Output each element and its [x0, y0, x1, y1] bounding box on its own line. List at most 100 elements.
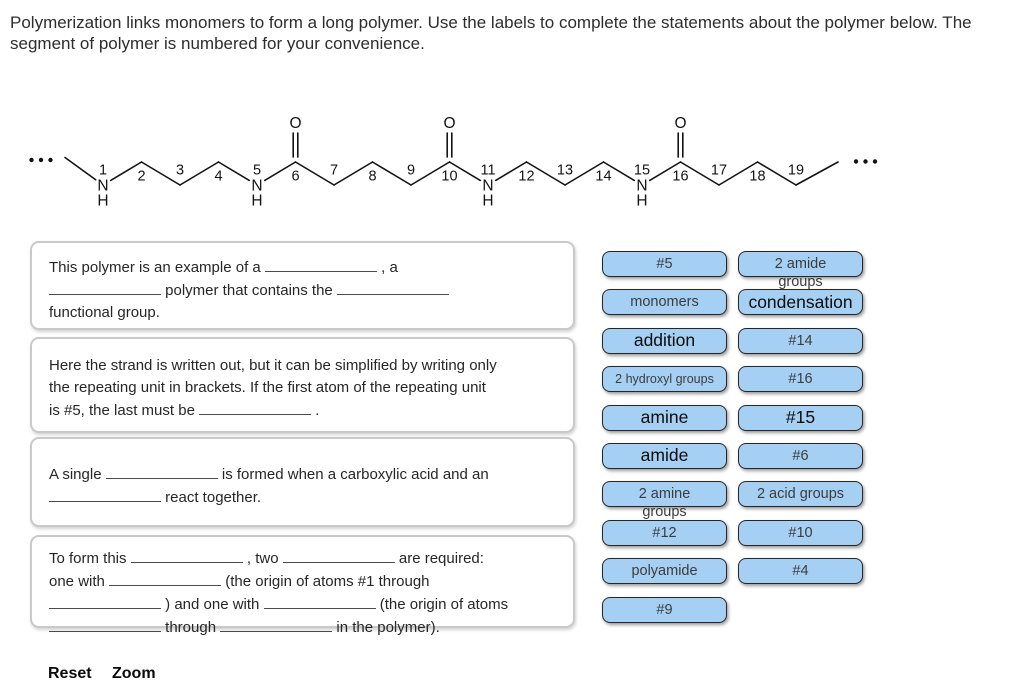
oxygen-atom-label: O — [443, 115, 455, 132]
label-pill-text: addition — [633, 330, 696, 351]
statement-text: This polymer is an example of a — [49, 259, 265, 276]
label-pill-text: #5 — [656, 256, 673, 272]
label-pill-text: #16 — [788, 371, 813, 388]
label-pill[interactable]: #5 — [602, 251, 727, 277]
atom-number-label: 3 — [176, 163, 184, 179]
statement-text: , two — [242, 550, 283, 567]
bond-line — [179, 161, 220, 186]
atom-number-label: 4 — [214, 169, 222, 185]
label-pill[interactable]: #14 — [738, 327, 863, 354]
atom-number-label: 15 — [634, 163, 650, 179]
blank-dropzone[interactable] — [282, 547, 395, 563]
instructions-text: Polymerization links monomers to form a … — [10, 12, 1020, 54]
reset-button[interactable]: Reset — [48, 665, 92, 682]
statements-panel: This polymer is an example of a , a poly… — [30, 241, 575, 636]
statement-text: Here the strand is written out, but it c… — [49, 357, 497, 374]
statement-box: To form this , two are required:one with… — [30, 535, 575, 636]
blank-dropzone[interactable] — [49, 279, 161, 295]
blank-dropzone[interactable] — [130, 547, 243, 563]
bond-line — [795, 161, 839, 186]
atom-number-label: 16 — [672, 169, 688, 185]
blank-dropzone[interactable] — [105, 463, 218, 479]
bond-line — [718, 161, 759, 186]
label-pill[interactable]: 2 acid groups — [738, 481, 863, 508]
label-pill-text: 2 amine groups — [638, 486, 691, 521]
statement-box: This polymer is an example of a , a poly… — [30, 241, 575, 330]
bond-line — [602, 161, 636, 182]
bond-line — [263, 161, 297, 182]
label-pill[interactable]: #9 — [602, 596, 727, 623]
atom-number-label: 13 — [557, 163, 573, 179]
instructions-line1: Polymerization links monomers to form a … — [10, 13, 972, 32]
bond-line — [140, 161, 181, 186]
blank-dropzone[interactable] — [109, 570, 222, 586]
label-pill-text: monomers — [630, 294, 699, 311]
bond-line — [294, 161, 335, 186]
label-pill[interactable]: #10 — [738, 519, 863, 546]
blank-dropzone[interactable] — [199, 399, 312, 415]
atom-number-label: 12 — [518, 169, 534, 185]
label-pill-text: #15 — [785, 407, 816, 428]
atom-number-label: 17 — [711, 163, 727, 179]
atom-number-label: 5 — [253, 163, 261, 179]
label-pill[interactable]: amide — [602, 442, 727, 469]
atom-number-label: 2 — [137, 169, 145, 185]
nitrogen-atom-label: N — [636, 178, 647, 195]
label-pill-text: amine — [640, 407, 689, 428]
statement-text: is formed when a carboxylic acid and an — [217, 466, 489, 483]
statement-text: polymer that contains the — [161, 282, 337, 299]
statement-text: A single — [49, 466, 106, 483]
blank-dropzone[interactable] — [336, 279, 449, 295]
label-pill-text: #4 — [792, 563, 809, 580]
atom-number-label: 8 — [368, 169, 376, 185]
bond-line — [371, 161, 412, 186]
blank-dropzone[interactable] — [264, 256, 377, 272]
statement-text: through — [161, 619, 221, 636]
label-pill[interactable]: addition — [602, 327, 727, 354]
atom-number-label: 9 — [407, 163, 415, 179]
atom-number-label: 6 — [291, 169, 299, 185]
blank-dropzone[interactable] — [49, 616, 161, 632]
statement-text: react together. — [161, 489, 262, 506]
statement-text: . — [311, 402, 320, 419]
blank-dropzone[interactable] — [220, 616, 333, 632]
bond-line — [109, 161, 143, 182]
nitrogen-atom-label: N — [97, 178, 108, 195]
statement-text: (the origin of atoms #1 through — [221, 573, 430, 590]
label-pill[interactable]: #4 — [738, 558, 863, 585]
atom-number-label: 11 — [480, 163, 495, 179]
label-pill[interactable]: #15 — [738, 404, 863, 431]
bond-line — [525, 161, 566, 186]
atom-number-label: 18 — [749, 169, 765, 185]
label-pill[interactable]: condensation — [738, 289, 863, 316]
nitrogen-atom-label: N — [251, 178, 262, 195]
instructions-line2: segment of polymer is numbered for your … — [10, 34, 425, 53]
statement-text: is #5, the last must be — [49, 402, 200, 419]
label-pill[interactable]: #16 — [738, 366, 863, 393]
label-pill[interactable]: #6 — [738, 442, 863, 469]
label-pill-text: #6 — [792, 447, 809, 464]
label-pill[interactable]: monomers — [602, 289, 727, 316]
chain-continuation-dot — [48, 157, 53, 163]
oxygen-atom-label: O — [674, 115, 686, 132]
bond-line — [410, 161, 451, 186]
label-pill-text: #14 — [788, 332, 813, 349]
label-pill[interactable]: amine — [602, 404, 727, 431]
label-pill-text: 2 hydroxyl groups — [615, 372, 714, 387]
label-pill[interactable]: #12 — [602, 519, 727, 546]
hydrogen-atom-label: H — [482, 193, 493, 210]
label-pill[interactable]: 2 amine groups — [602, 481, 727, 520]
blank-dropzone[interactable] — [49, 593, 161, 609]
statement-text: functional group. — [49, 304, 160, 321]
label-pill-text: polyamide — [631, 563, 698, 580]
zoom-button[interactable]: Zoom — [112, 665, 156, 682]
label-pill-text: #12 — [652, 524, 677, 541]
blank-dropzone[interactable] — [263, 593, 376, 609]
label-pill[interactable]: 2 amide groups — [738, 251, 863, 290]
blank-dropzone[interactable] — [49, 486, 161, 502]
statement-text: one with — [49, 573, 110, 590]
label-pill[interactable]: polyamide — [602, 558, 727, 585]
hydrogen-atom-label: H — [97, 193, 108, 210]
label-pill[interactable]: 2 hydroxyl groups — [602, 366, 727, 393]
